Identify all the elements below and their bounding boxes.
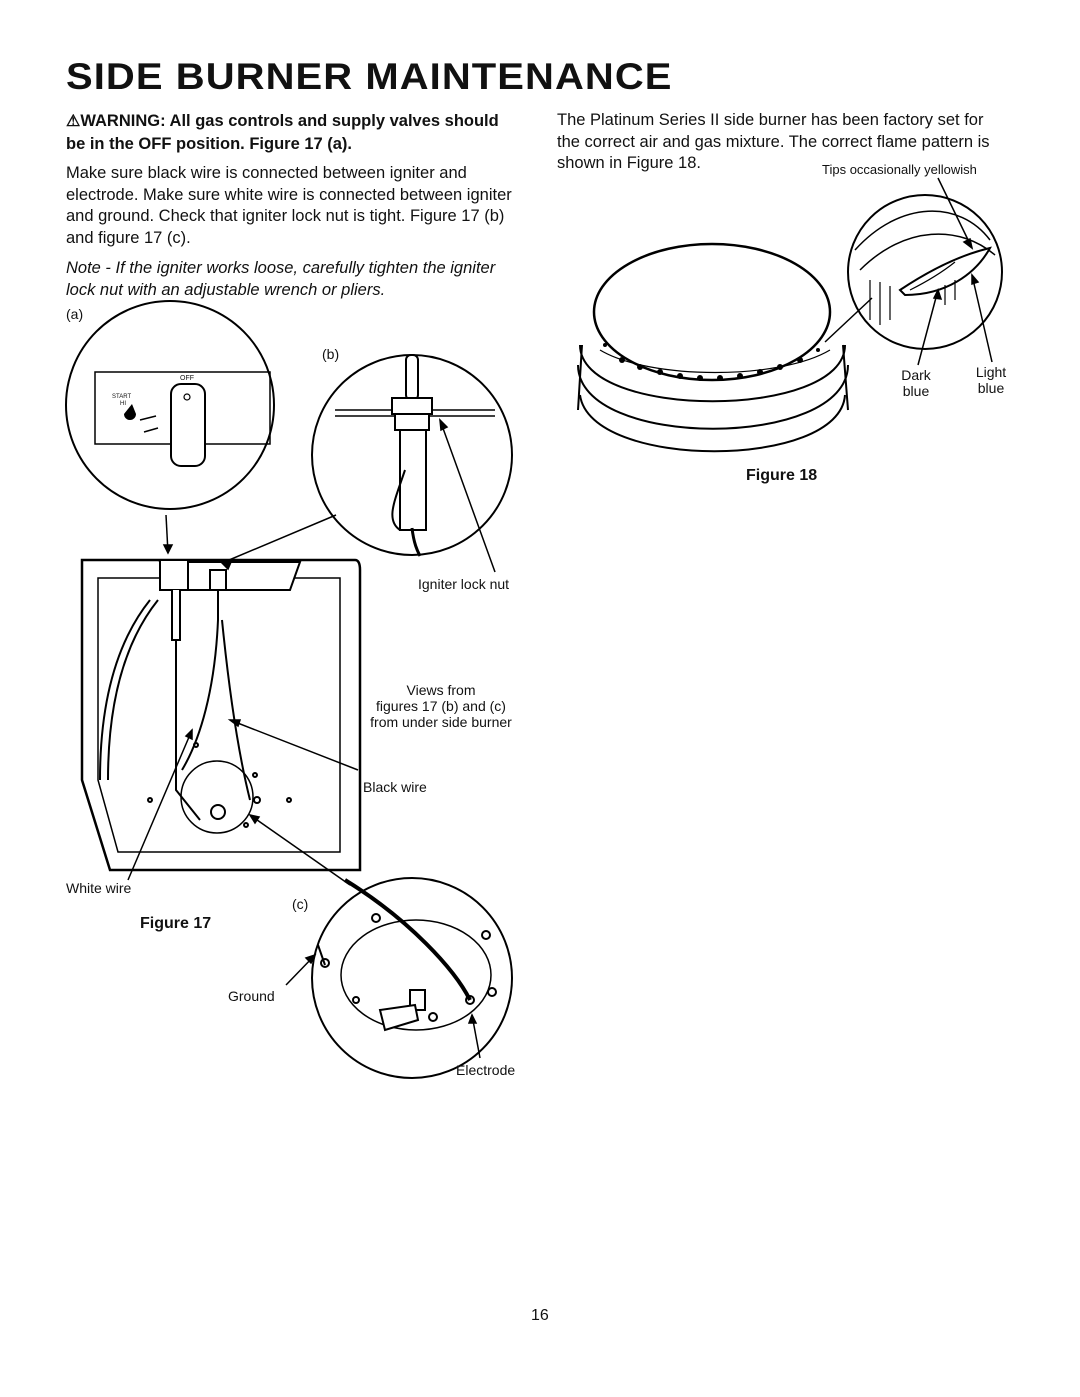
right-paragraph: The Platinum Series II side burner has b… (557, 111, 990, 172)
page-title: SIDE BURNER MAINTENANCE (66, 56, 673, 97)
tips-label: Tips occasionally yellowish (822, 162, 977, 177)
views-from-label: Views from figures 17 (b) and (c) from u… (370, 682, 512, 730)
figure-17-frame (80, 558, 362, 872)
igniter-lock-nut-label: Igniter lock nut (418, 576, 510, 592)
instructions-paragraph: Make sure black wire is connected betwee… (66, 164, 512, 247)
label-b: (b) (322, 346, 340, 362)
ground-label: Ground (228, 988, 275, 1004)
dark-blue-label: Dark blue (901, 367, 931, 399)
label-a: (a) (66, 306, 84, 322)
figure-17a-knob-view (65, 300, 275, 510)
knob-start-label: START (112, 394, 132, 400)
page-number: 16 (531, 1307, 549, 1324)
figure-17c-electrode-view (311, 877, 513, 1079)
figure-17b-igniter-view (311, 354, 513, 557)
knob-hi-label: HI (120, 401, 126, 407)
figure-18-caption: Figure 18 (746, 467, 818, 484)
white-wire-label: White wire (66, 880, 132, 896)
knob-off-label: OFF (180, 375, 194, 382)
warning-icon: ⚠ (66, 113, 81, 130)
figure-18-burner (577, 194, 1003, 453)
figure-17-caption: Figure 17 (140, 915, 212, 932)
warning-text: ⚠WARNING: All gas controls and supply va… (66, 112, 499, 153)
electrode-label: Electrode (456, 1062, 516, 1078)
note-paragraph: Note - If the igniter works loose, caref… (66, 259, 496, 299)
black-wire-label: Black wire (363, 779, 427, 795)
label-c: (c) (292, 896, 309, 912)
light-blue-label: Light blue (975, 364, 1007, 396)
